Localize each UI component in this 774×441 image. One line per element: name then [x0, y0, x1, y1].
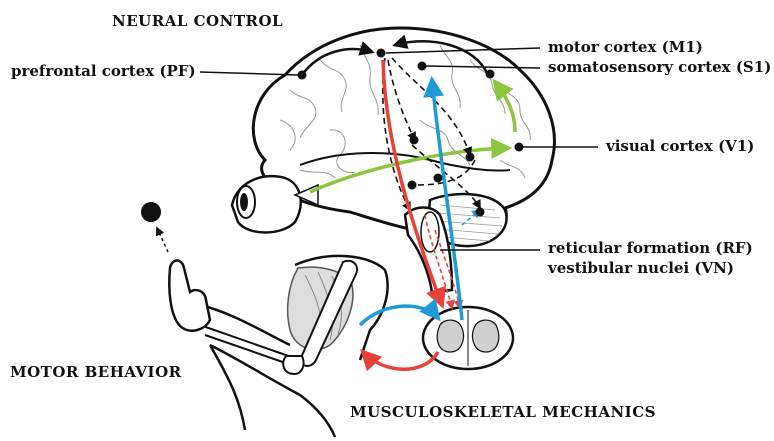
- section-neural-control: NEURAL CONTROL: [112, 12, 283, 30]
- label-reticular-formation: reticular formation (RF): [548, 239, 753, 257]
- label-visual-cortex: visual cortex (V1): [606, 137, 754, 155]
- efferent-loop-arrow: [363, 352, 438, 369]
- label-vestibular-nuclei: vestibular nuclei (VN): [548, 259, 734, 277]
- section-motor-behavior: MOTOR BEHAVIOR: [10, 363, 182, 381]
- target-dot: [141, 202, 161, 222]
- pointing-arrow: [157, 228, 168, 252]
- label-motor-cortex: motor cortex (M1): [548, 38, 703, 56]
- section-musculoskeletal-mechanics: MUSCULOSKELETAL MECHANICS: [350, 403, 656, 421]
- label-somatosensory-cortex: somatosensory cortex (S1): [548, 58, 771, 76]
- label-prefrontal-cortex: prefrontal cortex (PF): [11, 62, 196, 80]
- afferent-loop-arrow: [360, 306, 438, 325]
